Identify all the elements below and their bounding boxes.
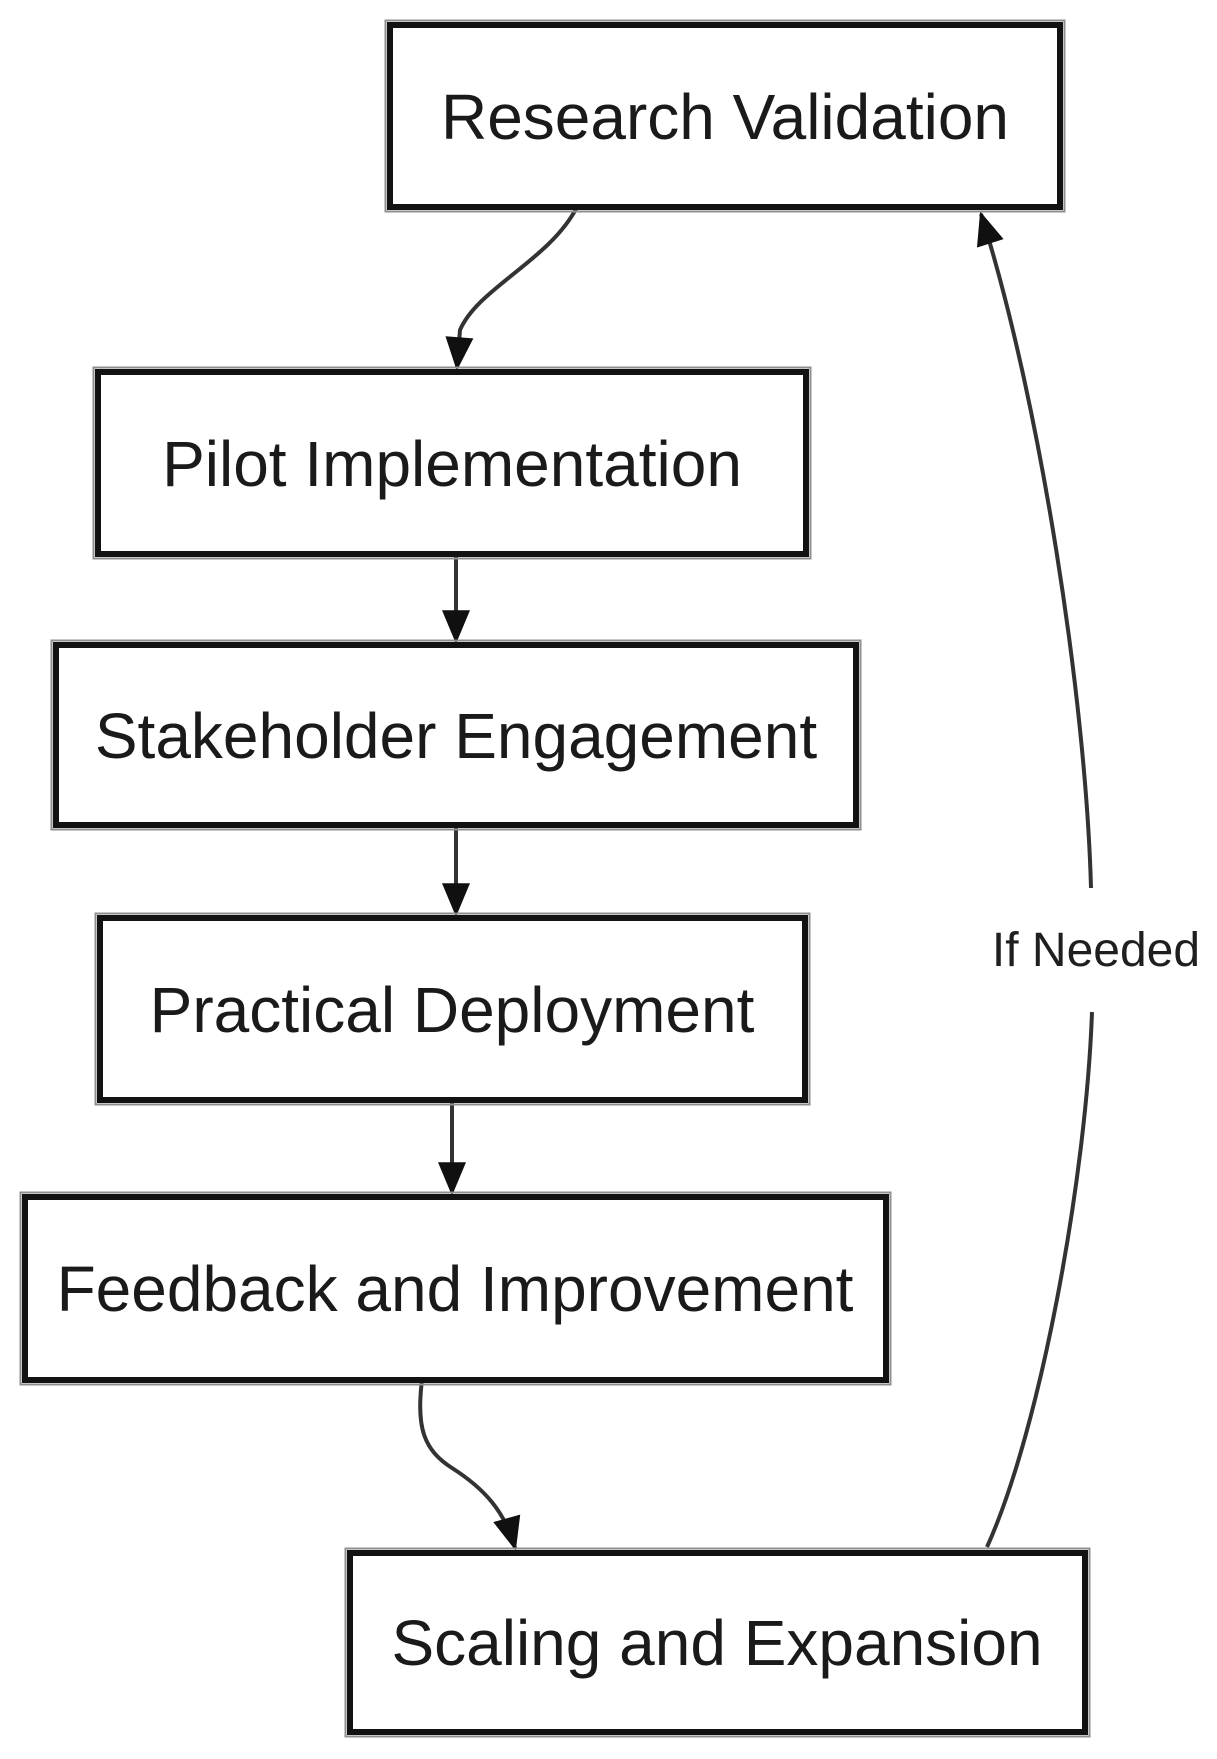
node-research-validation-label: Research Validation: [441, 81, 1009, 153]
node-feedback-and-improvement-box: [22, 1194, 889, 1383]
edge-feedback-to-scaling: [418, 1379, 521, 1551]
node-practical-deployment-label: Practical Deployment: [150, 974, 755, 1046]
node-practical-deployment: Practical Deployment: [94, 912, 811, 1106]
node-stakeholder-engagement: Stakeholder Engagement: [50, 639, 862, 831]
edge-scaling-to-research-upper: [976, 211, 1093, 889]
node-research-validation-halo: [384, 19, 1066, 213]
node-scaling-and-expansion: Scaling and Expansion: [344, 1547, 1091, 1738]
node-stakeholder-engagement-label: Stakeholder Engagement: [95, 700, 818, 772]
node-pilot-implementation: Pilot Implementation: [92, 366, 812, 560]
node-research-validation-box: [387, 22, 1063, 210]
edge-research-to-pilot: [445, 206, 579, 371]
node-scaling-and-expansion-halo: [344, 1547, 1091, 1738]
node-feedback-and-improvement: Feedback and Improvement: [19, 1191, 892, 1386]
node-research-validation: Research Validation: [384, 19, 1066, 213]
node-stakeholder-engagement-halo: [50, 639, 862, 831]
node-pilot-implementation-box: [95, 369, 809, 557]
node-pilot-implementation-halo: [92, 366, 812, 560]
node-practical-deployment-halo: [94, 912, 811, 1106]
node-practical-deployment-box: [97, 915, 808, 1103]
node-pilot-implementation-label: Pilot Implementation: [162, 428, 742, 500]
node-scaling-and-expansion-box: [347, 1550, 1088, 1735]
node-scaling-and-expansion-label: Scaling and Expansion: [391, 1607, 1042, 1679]
node-feedback-and-improvement-label: Feedback and Improvement: [57, 1253, 854, 1325]
node-feedback-and-improvement-halo: [19, 1191, 892, 1386]
node-stakeholder-engagement-box: [53, 642, 859, 828]
edge-scaling-to-research-lower: [985, 1011, 1094, 1548]
edge-label-if-needed: If Needed: [992, 924, 1200, 977]
